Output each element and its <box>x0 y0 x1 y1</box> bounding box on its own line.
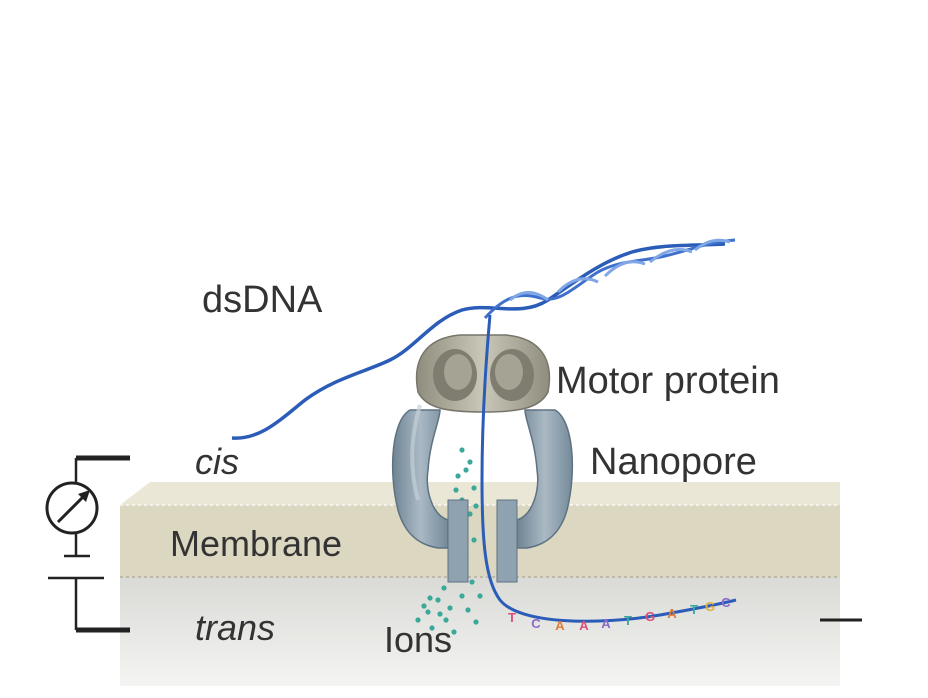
ion-dot <box>451 629 457 635</box>
ion-dot <box>459 593 465 599</box>
ion-dot <box>443 617 449 623</box>
ion-dot <box>429 625 435 631</box>
ion-dot <box>415 617 421 623</box>
ion-dot <box>467 459 473 465</box>
ion-dot <box>425 609 431 615</box>
ion-dot <box>469 579 475 585</box>
membrane <box>120 482 840 578</box>
dna-base-2: C <box>531 616 541 631</box>
ion-dot <box>473 503 479 509</box>
dna-base-10: G <box>705 599 715 614</box>
ion-dot <box>453 487 459 493</box>
ion-dot <box>471 537 477 543</box>
label-cis: cis <box>195 441 239 482</box>
dsdna-helix <box>231 238 736 440</box>
dna-base-11: C <box>721 595 731 610</box>
ammeter-icon <box>45 481 99 535</box>
dna-base-4: A <box>579 618 589 633</box>
ion-dot <box>437 611 443 617</box>
ion-dot <box>447 605 453 611</box>
ion-dot <box>463 467 469 473</box>
ion-dot <box>459 447 465 453</box>
ion-dot <box>473 619 479 625</box>
ion-dot <box>441 585 447 591</box>
ion-dot <box>427 595 433 601</box>
ion-dot <box>421 603 427 609</box>
ion-dot <box>477 593 483 599</box>
label-membrane: Membrane <box>170 523 342 564</box>
dna-base-7: G <box>645 609 655 624</box>
nanopore <box>391 404 574 583</box>
ion-dot <box>465 607 471 613</box>
dna-base-8: A <box>667 606 677 621</box>
label-ions: Ions <box>384 619 452 660</box>
dna-base-6: T <box>624 613 632 628</box>
dna-single-strand <box>480 314 737 623</box>
circuit <box>48 455 862 633</box>
label-dsdna: dsDNA <box>202 279 323 321</box>
label-trans: trans <box>195 607 275 648</box>
motor-protein <box>415 334 551 413</box>
label-nanopore: Nanopore <box>590 441 757 483</box>
ion-dot <box>455 473 461 479</box>
dna-base-1: T <box>508 610 516 625</box>
dna-base-3: A <box>555 618 565 633</box>
label-motor-protein: Motor protein <box>556 360 780 402</box>
ion-dot <box>471 485 477 491</box>
ion-dot <box>467 511 473 517</box>
trans-region <box>120 574 840 686</box>
ion-dot <box>435 597 441 603</box>
dna-base-5: A <box>601 616 611 631</box>
dna-base-9: T <box>690 602 698 617</box>
